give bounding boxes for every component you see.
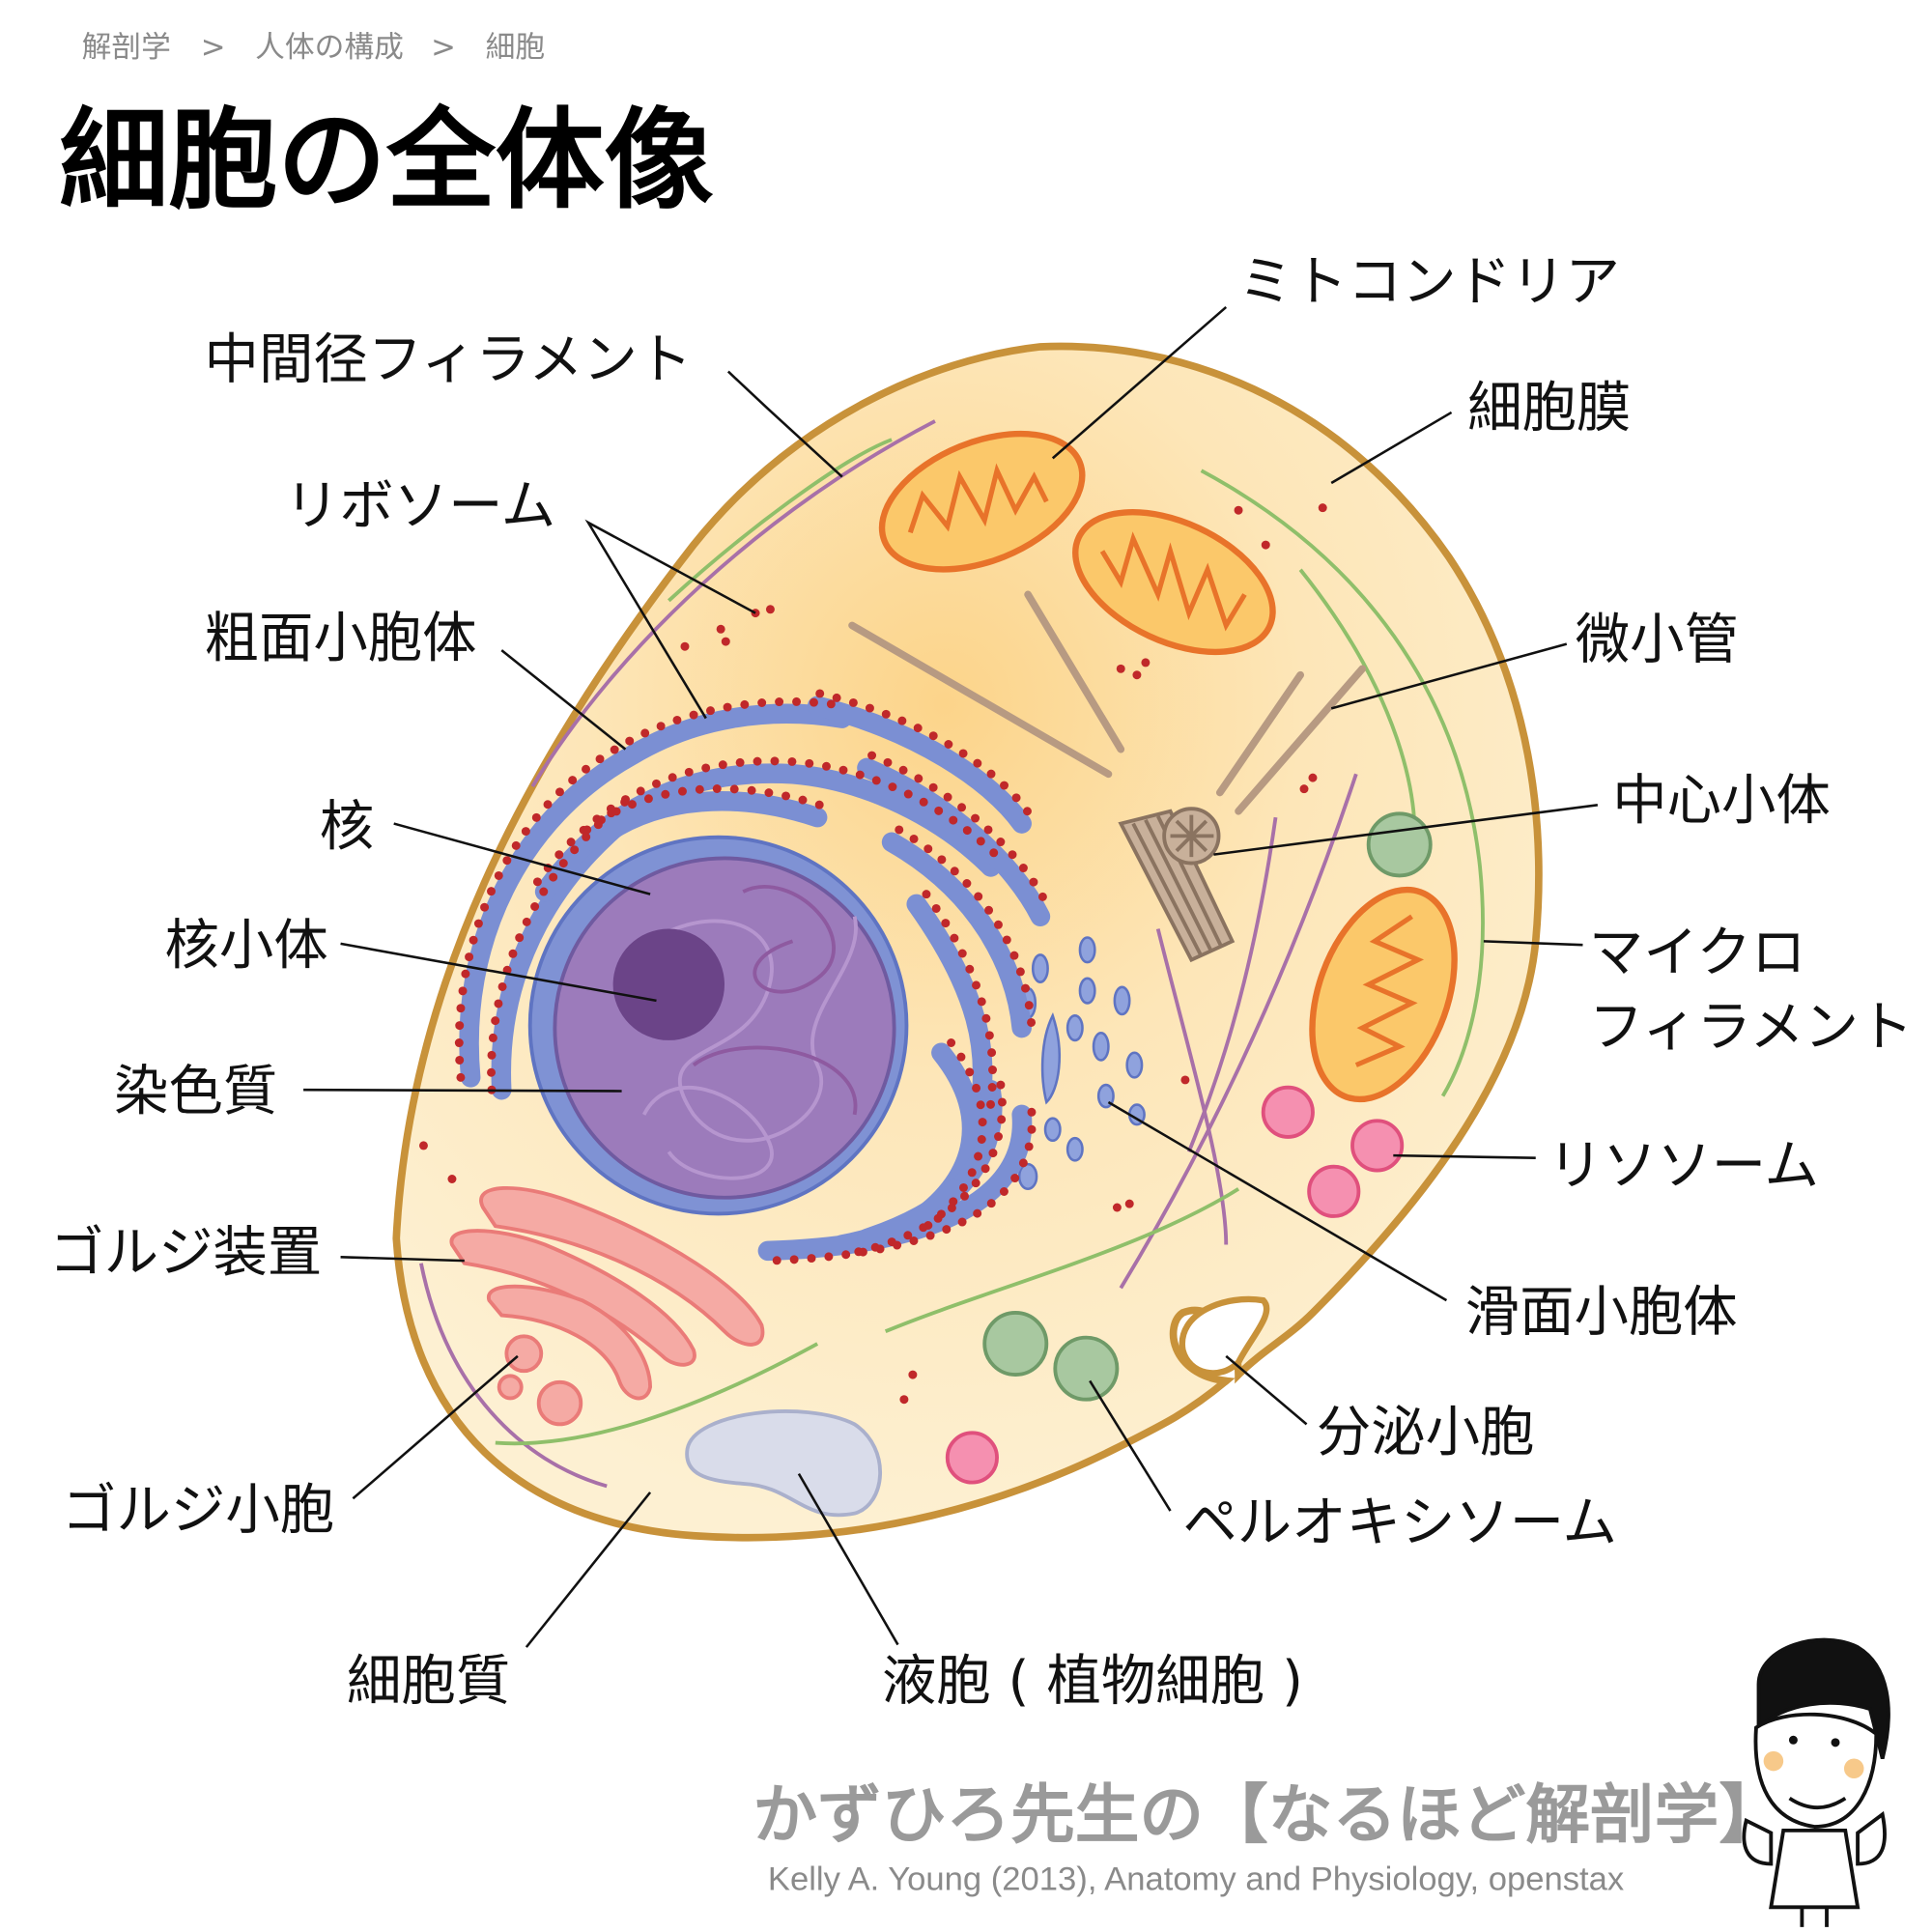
label-golgi-vesicle: ゴルジ小胞 [62, 1479, 334, 1542]
smooth-er [1017, 936, 1146, 1191]
golgi-apparatus [449, 1186, 765, 1427]
label-golgi-apparatus: ゴルジ装置 [49, 1221, 322, 1284]
breadcrumb-item: 細胞 [486, 30, 546, 65]
leader-lines [303, 305, 1599, 1648]
breadcrumb-item[interactable]: 人体の構成 [255, 30, 404, 65]
secretory-vesicle [1179, 1295, 1270, 1377]
label-vacuole: 液胞 ( 植物細胞 ) [882, 1650, 1303, 1713]
label-microfilament: マイクロ [1589, 922, 1806, 984]
label-secretory-vesicle: 分泌小胞 [1317, 1401, 1535, 1463]
centriole [1118, 807, 1236, 963]
mitochondria [878, 430, 1458, 1103]
lysosomes [945, 1085, 1405, 1485]
rough-er [454, 689, 1055, 1265]
label-chromatin: 染色質 [114, 1061, 277, 1123]
label-mitochondria: ミトコンドリア [1238, 250, 1620, 313]
label-cell-membrane: 細胞膜 [1467, 377, 1631, 440]
label-cytoplasm: 細胞質 [347, 1650, 510, 1713]
label-microfilament-line2: フィラメント [1589, 996, 1914, 1059]
label-intermediate-filament: 中間径フィラメント [205, 328, 693, 391]
brand-name: かずひろ先生の【なるほど解剖学】 [753, 1776, 1783, 1852]
label-microtubule: 微小管 [1576, 609, 1739, 671]
breadcrumb-separator: > [201, 30, 226, 65]
labels: 中間径フィラメント リボソーム 粗面小胞体 核 核小体 染色質 ゴルジ装置 ゴル… [49, 250, 1913, 1713]
nucleus [527, 835, 909, 1216]
breadcrumb: 解剖学 > 人体の構成 > 細胞 [82, 30, 545, 65]
label-nucleus: 核 [320, 795, 374, 858]
free-ribosomes [418, 503, 1327, 1405]
peroxisomes [982, 811, 1433, 1402]
label-ribosome: リボソーム [285, 474, 555, 537]
label-smooth-er: 滑面小胞体 [1465, 1281, 1738, 1344]
label-peroxisome: ペルオキシソーム [1182, 1492, 1617, 1554]
chromatin [617, 885, 858, 1180]
page-title: 細胞の全体像 [60, 97, 714, 224]
vacuole [685, 1409, 882, 1518]
label-rough-er: 粗面小胞体 [205, 607, 477, 669]
microtubules [848, 590, 1367, 815]
breadcrumb-separator: > [431, 30, 456, 65]
breadcrumb-item[interactable]: 解剖学 [82, 30, 171, 65]
source-credit: Kelly A. Young (2013), Anatomy and Physi… [768, 1861, 1624, 1897]
nucleolus [612, 928, 724, 1040]
label-centriole: 中心小体 [1612, 769, 1831, 832]
cell-illustration [392, 342, 1543, 1542]
filaments [419, 419, 1485, 1489]
label-nucleolus: 核小体 [165, 914, 328, 977]
label-lysosome: リソソーム [1548, 1135, 1819, 1198]
mascot-illustration [1742, 1637, 1890, 1927]
